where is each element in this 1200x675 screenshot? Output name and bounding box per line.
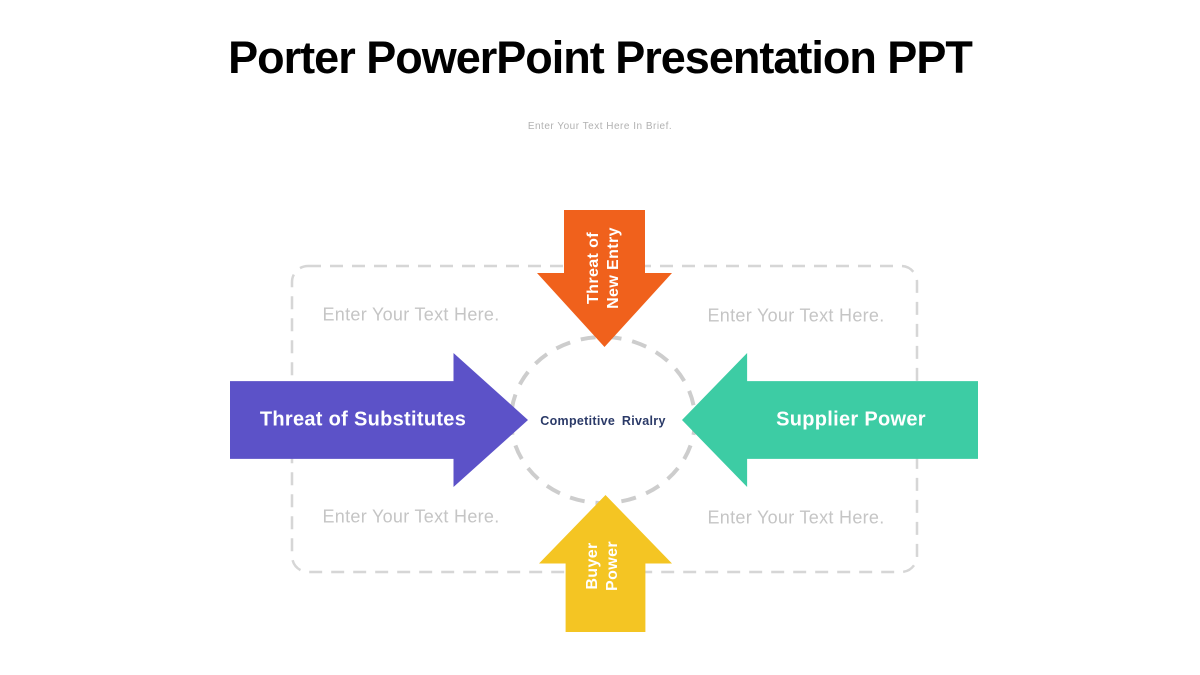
center-label-competitive-rivalry: Competitive Rivalry [540, 414, 666, 428]
placeholder-bottom-left: Enter Your Text Here. [322, 506, 500, 527]
arrow-label-buyer-power: Buyer Power [584, 540, 621, 592]
placeholder-bottom-right: Enter Your Text Here. [707, 507, 885, 528]
placeholder-top-right: Enter Your Text Here. [707, 305, 885, 326]
arrow-label-threat-of-substitutes: Threat of Substitutes [259, 408, 467, 431]
placeholder-top-left: Enter Your Text Here. [322, 304, 500, 325]
slide-subtitle: Enter Your Text Here In Brief. [527, 121, 673, 132]
slide-title: Porter PowerPoint Presentation PPT [228, 32, 973, 83]
arrow-label-supplier-power: Supplier Power [776, 408, 926, 431]
arrow-label-threat-of-new-entry: Threat of New Entry [585, 227, 622, 309]
